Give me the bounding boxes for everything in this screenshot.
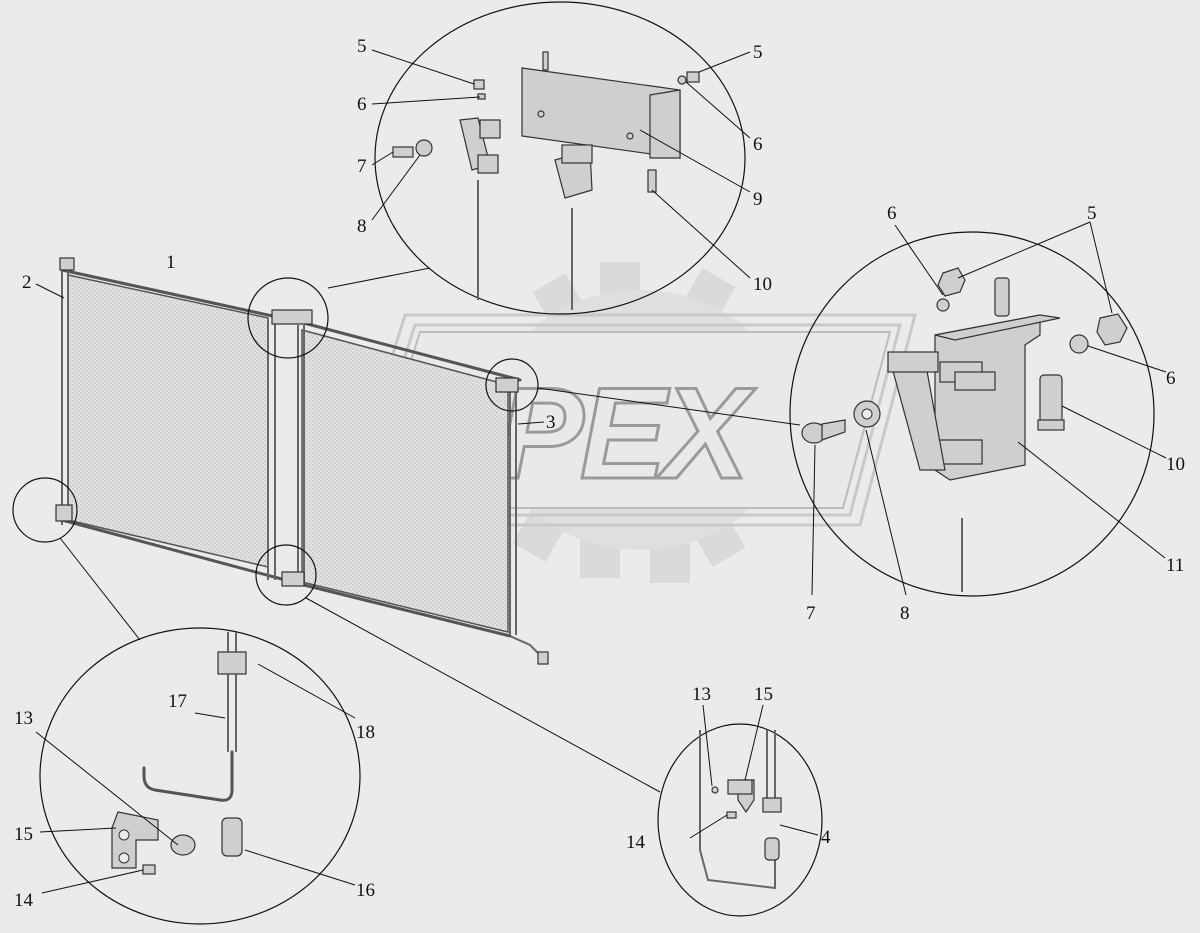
callout-17: 17: [168, 691, 187, 712]
callout-3: 3: [546, 412, 556, 433]
detail-view-right: [789, 221, 1167, 597]
callout-8b: 8: [900, 603, 910, 624]
callout-2: 2: [22, 272, 32, 293]
callout-6a: 6: [357, 94, 367, 115]
main-assembly: [12, 257, 801, 793]
callout-5a: 5: [357, 36, 367, 57]
callout-14b: 14: [626, 832, 646, 853]
callout-6d: 6: [1166, 368, 1176, 389]
detail-view-bottom-right: [657, 704, 823, 917]
callout-4: 4: [821, 827, 831, 848]
callout-7a: 7: [357, 156, 367, 177]
mesh-panel-right: [301, 329, 509, 633]
callout-8a: 8: [357, 216, 367, 237]
callout-16: 16: [356, 880, 375, 901]
callout-10b: 10: [1166, 454, 1185, 475]
detail-circle-top-mid: [247, 277, 329, 359]
callout-7b: 7: [806, 603, 816, 624]
detail-view-top: [371, 1, 751, 315]
callout-9: 9: [753, 189, 763, 210]
callout-13b: 13: [692, 684, 711, 705]
callout-15a: 15: [14, 824, 33, 845]
callout-5c: 5: [1087, 203, 1097, 224]
callout-6b: 6: [753, 134, 763, 155]
callout-15b: 15: [754, 684, 773, 705]
detail-circle-right: [485, 358, 539, 412]
callout-6c: 6: [887, 203, 897, 224]
callout-14a: 14: [14, 890, 34, 911]
callout-11: 11: [1166, 555, 1184, 576]
callout-1: 1: [166, 252, 176, 273]
mesh-panel-left: [67, 274, 269, 568]
callouts: 1 2 3 4 5 5 5 6 6 6 6 7 7 8 8 9 10 10 11…: [14, 36, 1185, 911]
detail-circle-left: [12, 477, 78, 543]
callout-5b: 5: [753, 42, 763, 63]
detail-view-bottom-left: [35, 627, 361, 925]
callout-13a: 13: [14, 708, 33, 729]
detail-circle-bottom-mid: [255, 544, 317, 606]
callout-10a: 10: [753, 274, 772, 295]
callout-18: 18: [356, 722, 375, 743]
